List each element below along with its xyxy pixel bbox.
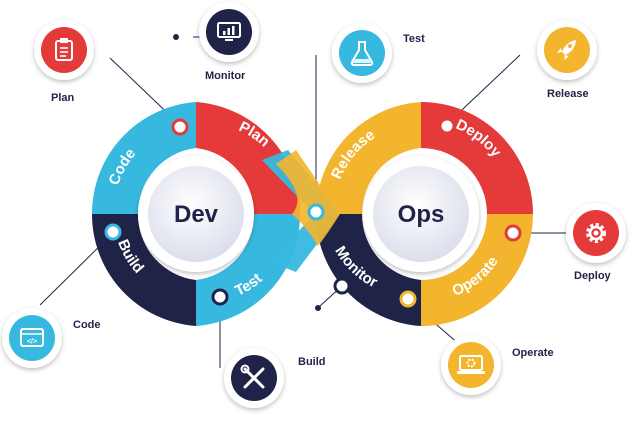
callout-label-test: Test	[403, 33, 425, 45]
segment-plan	[196, 102, 301, 214]
marker-build	[211, 288, 229, 306]
ribbon-markers	[104, 34, 522, 311]
marker-monitor	[333, 277, 351, 295]
marker-test	[307, 203, 325, 221]
gear-icon	[566, 203, 626, 263]
marker-plan	[171, 118, 189, 136]
monitor-chart-icon	[199, 2, 259, 62]
callout-label-plan: Plan	[51, 92, 75, 104]
ops-hub-label: Ops	[398, 201, 445, 228]
segment-build	[91, 214, 196, 326]
wrench-screwdriver-icon	[224, 348, 284, 408]
segment-code	[91, 102, 196, 214]
callout-label-monitor: Monitor	[205, 70, 246, 82]
marker-operate	[399, 290, 417, 308]
callout-label-release: Release	[547, 88, 589, 100]
callout-label-code: Code	[73, 319, 101, 331]
marker-deploy	[504, 224, 522, 242]
callout-label-deploy: Deploy	[574, 270, 611, 282]
flask-icon	[332, 23, 392, 83]
callout-label-build: Build	[298, 356, 326, 368]
code-window-icon: </>	[2, 308, 62, 368]
dev-hub-label: Dev	[174, 201, 219, 228]
svg-text:</>: </>	[27, 339, 37, 346]
clipboard-icon	[34, 20, 94, 80]
segment-monitor	[315, 214, 421, 326]
marker-code	[104, 223, 122, 241]
segment-release	[315, 102, 421, 214]
callout-label-operate: Operate	[512, 347, 554, 359]
rocket-icon	[537, 20, 597, 80]
laptop-gear-icon	[441, 335, 501, 395]
segment-operate	[421, 214, 533, 326]
marker-release	[438, 117, 456, 135]
